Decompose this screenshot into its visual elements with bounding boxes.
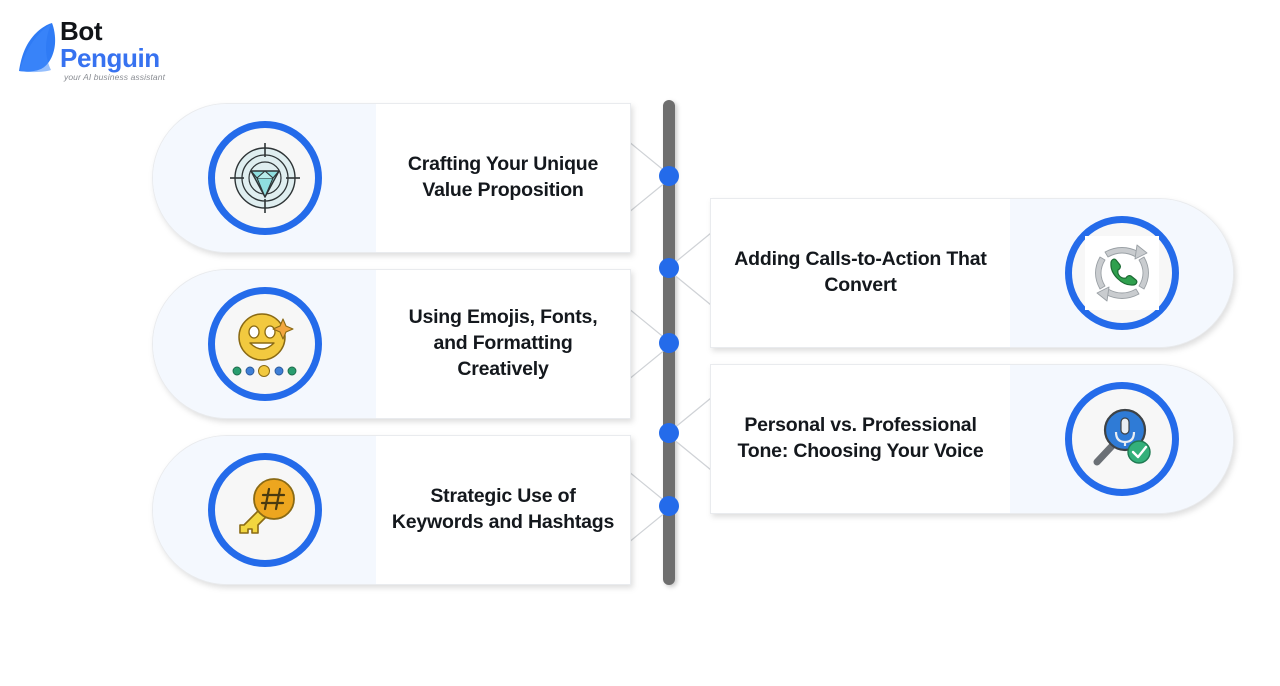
- card-title: Using Emojis, Fonts, and Formatting Crea…: [408, 306, 598, 380]
- timeline-card-left-3[interactable]: Strategic Use of Keywords and Hashtags: [152, 435, 631, 585]
- timeline-card-left-1[interactable]: Crafting Your Unique Value Proposition: [152, 103, 631, 253]
- brand-wordmark: Bot Penguin: [60, 18, 160, 71]
- card-title: Personal vs. Professional Tone: Choosing…: [737, 414, 984, 462]
- brand-name-bot: Bot: [60, 16, 103, 46]
- voice-search-verified-icon: [1093, 408, 1151, 466]
- badge-ring: [207, 121, 322, 235]
- diamond-target-icon: [229, 143, 300, 213]
- card-text-container: Crafting Your Unique Value Proposition: [376, 104, 630, 252]
- card-text-container: Personal vs. Professional Tone: Choosing…: [711, 365, 1010, 513]
- badge-ring: [1064, 216, 1179, 330]
- card-text-container: Adding Calls-to-Action That Convert: [711, 199, 1010, 347]
- icon-container: [153, 270, 376, 418]
- card-title: Adding Calls-to-Action That Convert: [734, 248, 987, 296]
- icon-container: [153, 104, 376, 252]
- callback-phone-icon: [1084, 236, 1159, 310]
- brand-tagline: your AI business assistant: [64, 72, 166, 82]
- penguin-logo-icon: [19, 23, 56, 73]
- hashtag-key-icon: [238, 478, 295, 534]
- timeline-node-5[interactable]: [659, 496, 679, 516]
- icon-container: [1010, 365, 1233, 513]
- timeline-node-4[interactable]: [659, 423, 679, 443]
- badge-ring: [207, 287, 322, 401]
- card-title: Crafting Your Unique Value Proposition: [407, 153, 599, 201]
- card-text-container: Using Emojis, Fonts, and Formatting Crea…: [376, 270, 630, 418]
- timeline-card-left-2[interactable]: Using Emojis, Fonts, and Formatting Crea…: [152, 269, 631, 419]
- smiley-emoji-icon: [232, 313, 296, 377]
- timeline-card-right-1[interactable]: Adding Calls-to-Action That Convert: [710, 198, 1234, 348]
- card-title: Strategic Use of Keywords and Hashtags: [391, 485, 615, 533]
- badge-ring: [207, 453, 322, 567]
- timeline-node-3[interactable]: [659, 333, 679, 353]
- icon-container: [1010, 199, 1233, 347]
- brand-name-penguin: Penguin: [60, 43, 160, 73]
- badge-ring: [1064, 382, 1179, 496]
- brand-logo[interactable]: Bot Penguin your AI business assistant: [18, 18, 248, 88]
- card-text-container: Strategic Use of Keywords and Hashtags: [376, 436, 630, 584]
- timeline-node-1[interactable]: [659, 166, 679, 186]
- timeline-node-2[interactable]: [659, 258, 679, 278]
- timeline-card-right-2[interactable]: Personal vs. Professional Tone: Choosing…: [710, 364, 1234, 514]
- icon-container: [153, 436, 376, 584]
